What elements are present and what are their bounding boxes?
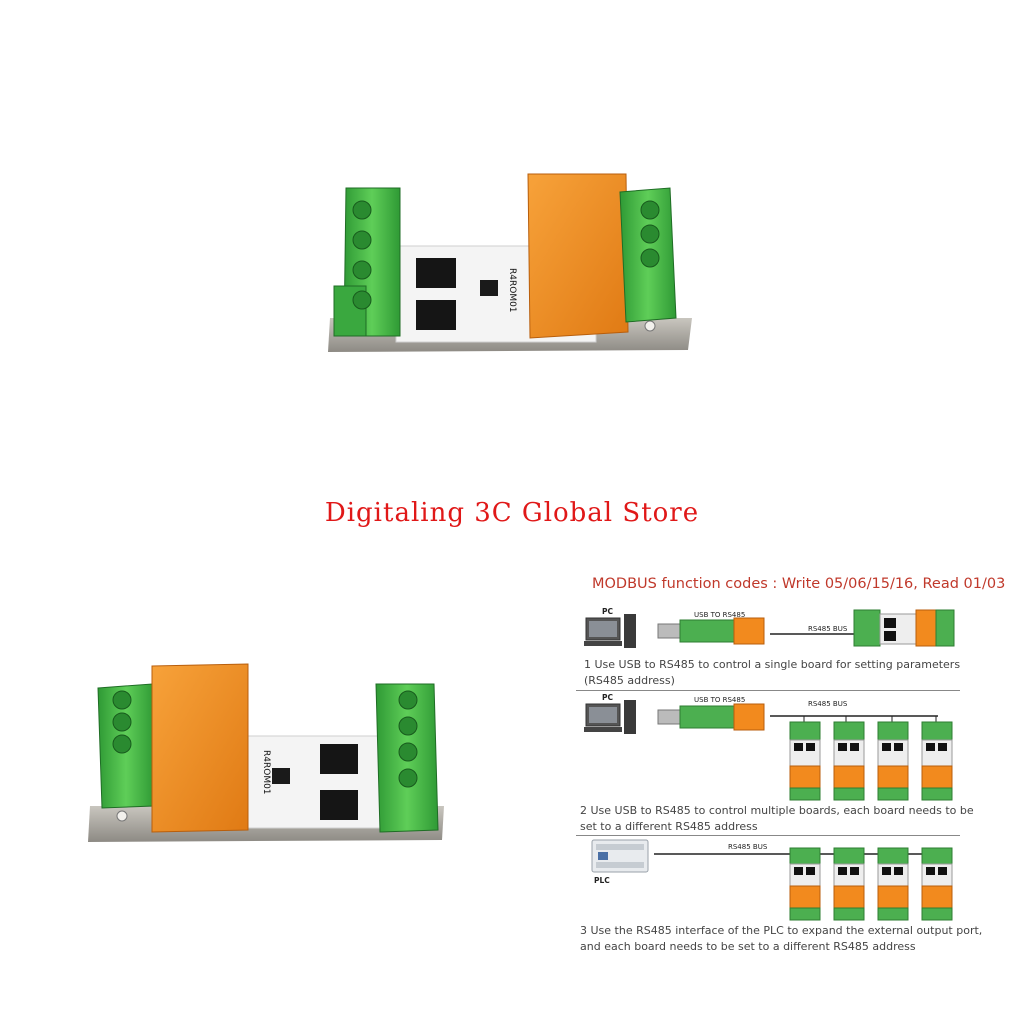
panel2-bus-label: RS485 BUS — [808, 700, 848, 708]
panel2-pc-label: PC — [602, 693, 614, 702]
pc-icon — [584, 700, 636, 734]
divider-1 — [576, 690, 960, 691]
panel3-caption-line2: and each board needs to be set to a diff… — [580, 940, 916, 953]
panel3-bus-label: RS485 BUS — [728, 843, 768, 851]
panel1-caption-line2: (RS485 address) — [584, 674, 675, 687]
panel1-caption: 1 Use USB to RS485 to control a single b… — [584, 657, 984, 689]
panel2-caption-line2: set to a different RS485 address — [580, 820, 758, 833]
plc-icon — [591, 839, 649, 873]
panel1-caption-line1: 1 Use USB to RS485 to control a single b… — [584, 658, 961, 671]
panel2-caption: 2 Use USB to RS485 to control multiple b… — [580, 803, 980, 835]
right-terminal-block — [619, 187, 677, 323]
panel2-caption-line1: 2 Use USB to RS485 to control multiple b… — [580, 804, 974, 817]
silkscreen-model-bottom: R4ROM01 — [261, 750, 271, 795]
panel3-caption: 3 Use the RS485 interface of the PLC to … — [580, 923, 1000, 955]
silkscreen-model-top: R4ROM01 — [507, 268, 517, 313]
board-icon — [853, 609, 955, 647]
board-icons — [789, 716, 953, 801]
ic-chip-2 — [320, 790, 358, 820]
panel1-bus-label: RS485 BUS — [808, 625, 848, 633]
product-photo-top: R4ROM01 — [328, 173, 692, 352]
ic-chip-1 — [320, 744, 358, 774]
ic-chip-2 — [416, 300, 456, 330]
relay — [527, 173, 629, 339]
panel1-graphic — [584, 609, 955, 648]
ic-chip-1 — [416, 258, 456, 288]
relay — [151, 663, 249, 833]
panel1-pc-label: PC — [602, 607, 614, 616]
right-terminal-block — [375, 683, 439, 833]
panel1-adapter-label: USB TO RS485 — [694, 611, 746, 619]
board-icons — [789, 847, 953, 921]
usb-adapter-icon — [657, 703, 765, 731]
diagram-title: MODBUS function codes : Write 05/06/15/1… — [592, 576, 1006, 592]
left-terminal-block — [97, 683, 155, 809]
left-terminal-block — [333, 187, 401, 337]
panel3-plc-label: PLC — [594, 876, 610, 885]
product-photo-bottom: R4ROM01 — [88, 663, 444, 842]
panel3-graphic — [591, 839, 953, 921]
store-name: Digitaling 3C Global Store — [324, 498, 700, 528]
usb-adapter-icon — [657, 617, 765, 645]
panel2-adapter-label: USB TO RS485 — [694, 696, 746, 704]
pc-icon — [584, 614, 636, 648]
panel2-graphic — [584, 700, 953, 801]
divider-2 — [576, 835, 960, 836]
panel3-caption-line1: 3 Use the RS485 interface of the PLC to … — [580, 924, 983, 937]
